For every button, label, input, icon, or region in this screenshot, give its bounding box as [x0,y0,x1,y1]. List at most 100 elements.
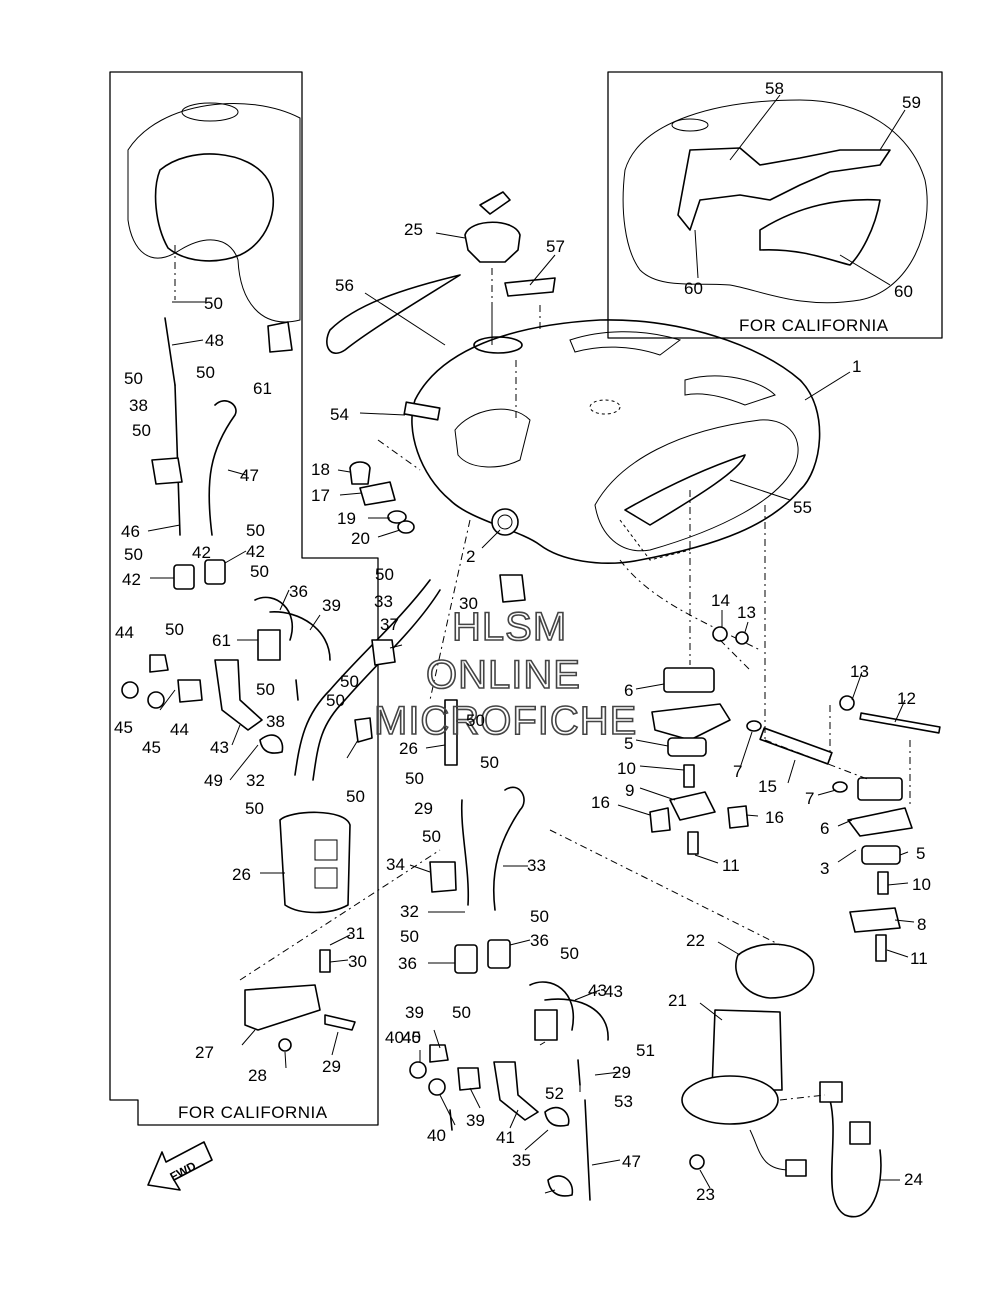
callout-label: 49 [204,771,223,790]
callout-label: 12 [897,689,916,708]
callout-label: 11 [910,949,928,968]
callout-label: 3 [820,859,829,878]
watermark: HLSM ONLINE MICROFICHE [373,604,637,744]
callout-label: 36 [398,954,417,973]
callout-label: 21 [668,991,687,1010]
callout-label: 28 [248,1066,267,1085]
callout-label: 61 [253,379,272,398]
callout-label: 6 [624,681,633,700]
callout-label: 52 [545,1084,564,1103]
callout-label: 13 [850,662,869,681]
callout-label: 39 [405,1003,424,1022]
callout-label: 36 [289,582,308,601]
callout-label: 19 [337,509,356,528]
callout-label: 29 [612,1063,631,1082]
callout-label: 50 [375,565,394,584]
callout-label: 43 [210,738,229,757]
callout-label: 50 [256,680,275,699]
callout-label: 20 [351,529,370,548]
callout-label: 50 [245,799,264,818]
callout-label: 45 [142,738,161,757]
inset-tank-outline [622,99,928,304]
callout-label: 30 [459,594,478,613]
callout-label: 43 [604,982,623,1001]
callout-label: 39 [322,596,341,615]
callout-label: 16 [765,808,784,827]
callout-label: 40 [402,1028,421,1047]
callout-label: 55 [793,498,812,517]
callout-label: 39 [466,1111,485,1130]
callout-label: 26 [232,865,251,884]
callout-label: 1 [852,357,861,376]
callout-label: 50 [466,711,485,730]
callout-label: 24 [904,1170,923,1189]
mounting-hardware [649,626,941,962]
callout-label: 16 [591,793,610,812]
callout-label: 25 [404,220,423,239]
callout-label: 56 [335,276,354,295]
callout-label: 41 [496,1128,515,1147]
callout-label: 22 [686,931,705,950]
callout-label: 26 [399,739,418,758]
center-hoses [409,574,609,1201]
callout-label: 10 [617,759,636,778]
callout-label: 50 [124,545,143,564]
callout-label: 50 [326,691,345,710]
watermark-line-1: HLSM [452,605,567,649]
watermark-line-2: ONLINE [426,653,581,697]
fwd-arrow: FWD [147,1141,213,1191]
callout-label: 23 [696,1185,715,1204]
callout-label: 5 [624,734,633,753]
callout-label: 8 [917,915,926,934]
callout-label: 61 [212,631,231,650]
callout-label: 44 [115,623,134,642]
callout-label: 42 [122,570,141,589]
callout-label: 47 [622,1152,641,1171]
callout-label: 11 [722,856,740,875]
callout-label: 50 [530,907,549,926]
fuel-pump-assembly [681,943,882,1218]
callout-label: 40 [385,1028,404,1047]
callout-label: 51 [636,1041,655,1060]
callout-label: 35 [512,1151,531,1170]
callout-label: 7 [733,762,742,781]
california-inset-frame [607,71,943,339]
callout-label: 27 [195,1043,214,1062]
callout-label: 60 [684,279,703,298]
callout-label: 45 [402,1028,421,1047]
callout-label: 43 [588,981,607,1000]
leader-lines [147,94,915,1194]
callout-label: 58 [765,79,784,98]
callout-label: 13 [737,603,756,622]
reference-lines [239,268,911,1101]
callout-label: 44 [170,720,189,739]
callout-label: 50 [560,944,579,963]
callout-label: 15 [758,777,777,796]
callout-label: 10 [912,875,931,894]
callout-label: 59 [902,93,921,112]
callout-label: 50 [346,787,365,806]
callout-label: 18 [311,460,330,479]
callout-label: 40 [427,1126,446,1145]
callout-label: 38 [129,396,148,415]
callout-label: 33 [374,592,393,611]
callout-label: 34 [386,855,405,874]
callout-label: 29 [414,799,433,818]
main-fuel-tank [411,319,821,651]
callout-label: 37 [380,615,399,634]
callout-label: 50 [196,363,215,382]
callout-label: 47 [240,466,259,485]
callout-labels: 1 2 3 5 5 6 6 7 7 8 9 10 10 11 11 12 13 … [114,79,931,1204]
callout-label: 50 [132,421,151,440]
callout-label: 50 [422,827,441,846]
callout-label: 50 [165,620,184,639]
callout-label: 7 [805,789,814,808]
callout-label: 50 [480,753,499,772]
callout-label: 50 [246,521,265,540]
watermark-line-3: MICROFICHE [374,699,637,743]
callout-label: 38 [266,712,285,731]
callout-label: 48 [205,331,224,350]
california-left-frame [109,71,379,1126]
callout-label: 9 [625,781,634,800]
